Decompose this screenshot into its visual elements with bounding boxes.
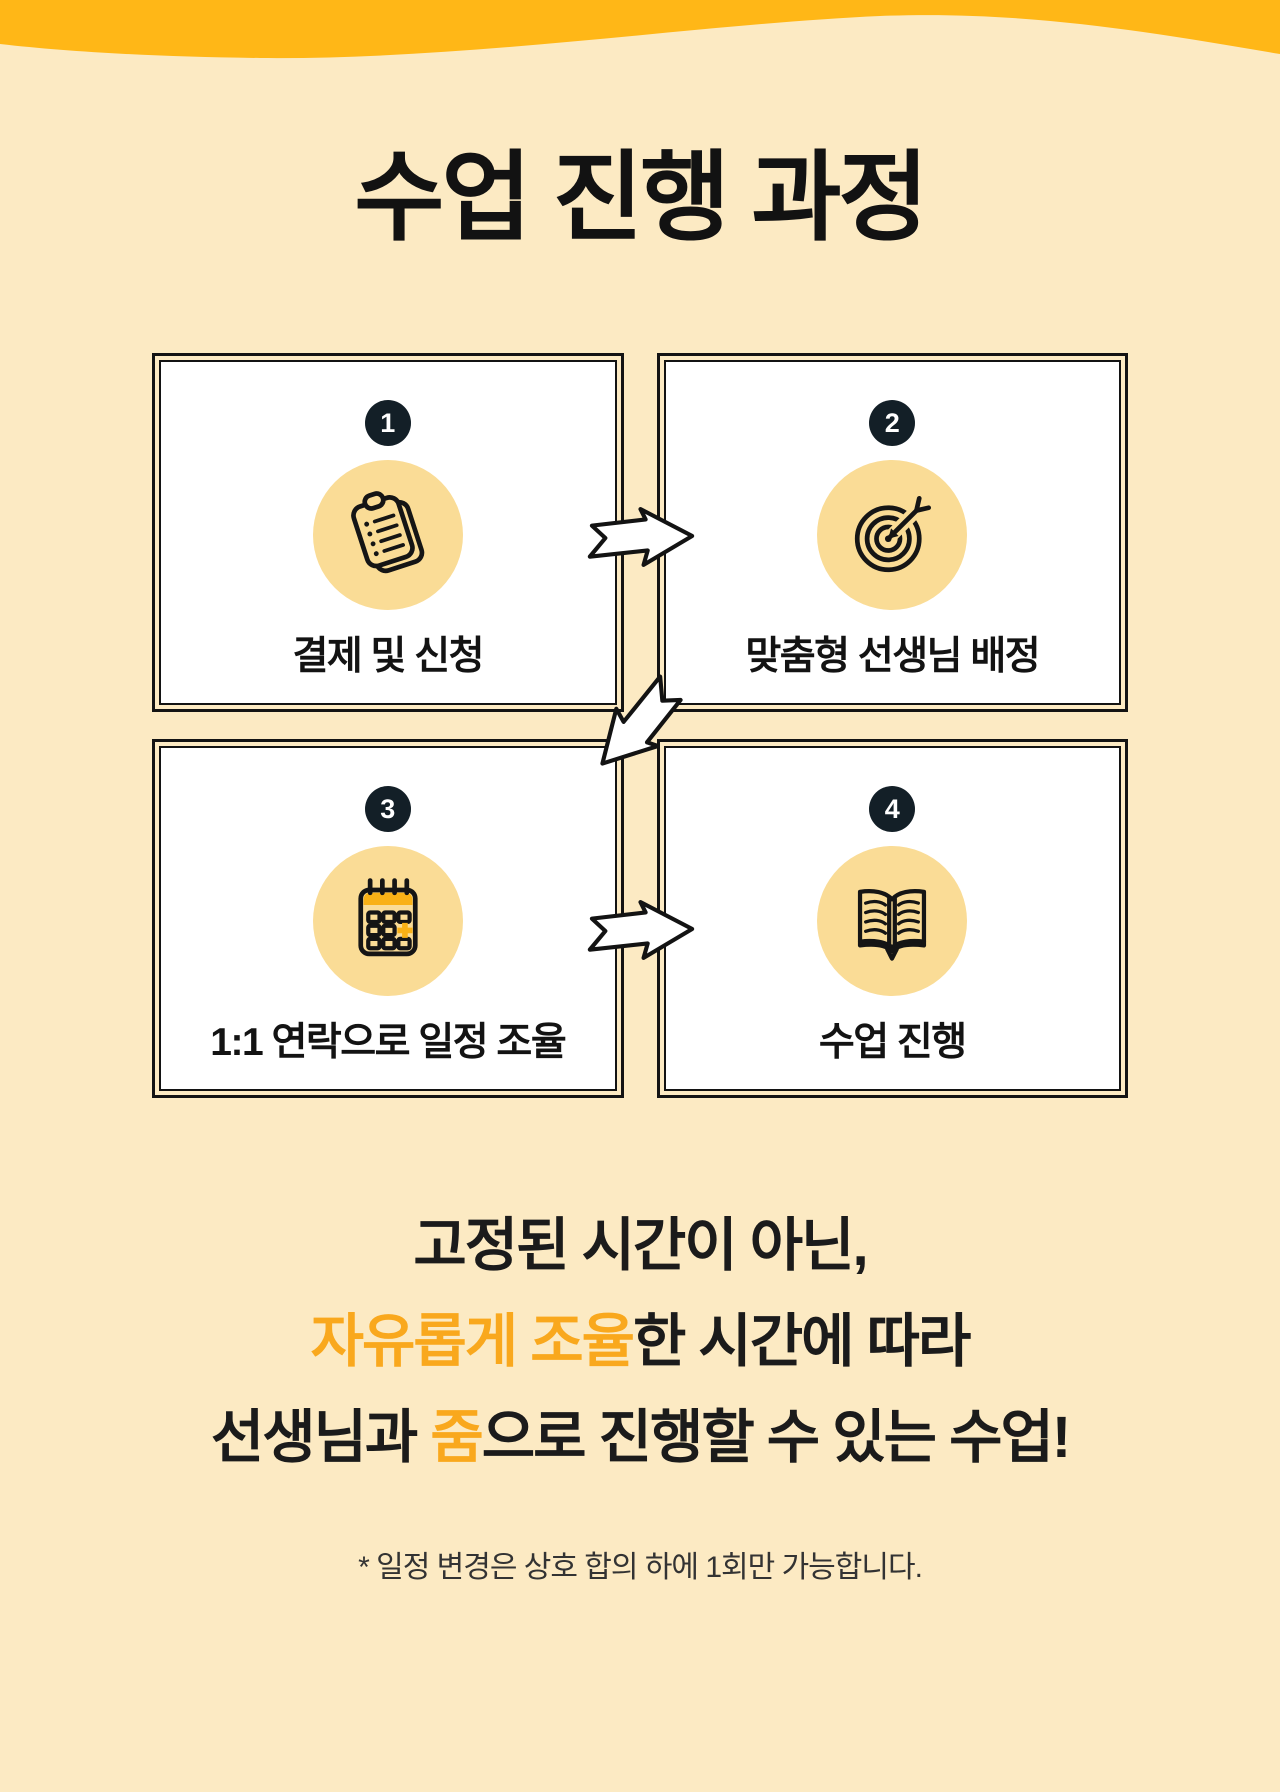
target-icon xyxy=(855,495,932,573)
step-icon-circle xyxy=(817,846,968,996)
calendar-icon xyxy=(358,878,418,957)
footnote-text: * 일정 변경은 상호 합의 하에 1회만 가능합니다. xyxy=(358,1551,923,1584)
clipboard-icon xyxy=(350,491,425,574)
steps-grid: 1 xyxy=(152,353,1128,1098)
arrow-right-step3-to-step4-icon xyxy=(587,900,695,960)
step-label: 맞춤형 선생님 배정 xyxy=(745,635,1040,678)
step-number-badge: 4 xyxy=(869,786,916,832)
page-title: 수업 진행 과정 xyxy=(354,142,928,252)
step-card-2: 2 xyxy=(656,353,1128,712)
arrow-diagonal-step2-to-step3-icon xyxy=(600,674,683,766)
arrow-right-step1-to-step2-icon xyxy=(587,507,695,567)
description-line-1: 고정된 시간이 아닌, xyxy=(413,1213,868,1278)
step-card-1: 1 xyxy=(152,353,624,712)
step-card-3: 3 xyxy=(152,739,624,1098)
step-number-badge: 1 xyxy=(364,400,411,446)
step-icon-circle xyxy=(817,460,968,610)
step-label: 1:1 연락으로 일정 조율 xyxy=(210,1021,566,1064)
highlighted-text: 자유롭게 조율 xyxy=(310,1309,635,1374)
step-number-badge: 2 xyxy=(869,400,916,446)
step-label: 결제 및 신청 xyxy=(292,635,484,678)
description-text: 고정된 시간이 아닌, 자유롭게 조율한 시간에 따라 선생님과 줌으로 진행할… xyxy=(0,1198,1280,1486)
description-line-3: 선생님과 줌으로 진행할 수 있는 수업! xyxy=(210,1405,1071,1470)
step-number-badge: 3 xyxy=(364,786,411,832)
open-book-icon xyxy=(858,889,927,961)
step-label: 수업 진행 xyxy=(818,1021,967,1064)
description-line-2: 자유롭게 조율한 시간에 따라 xyxy=(310,1309,972,1374)
step-icon-circle xyxy=(312,460,463,610)
highlighted-text: 줌 xyxy=(430,1405,483,1470)
step-card-4: 4 xyxy=(656,739,1128,1098)
top-wave-decoration xyxy=(0,0,1280,59)
step-icon-circle xyxy=(312,846,463,996)
